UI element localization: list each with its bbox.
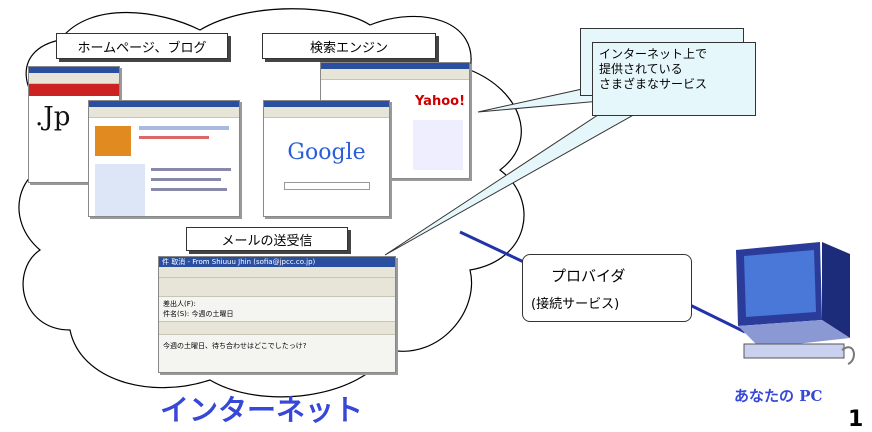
- google-logo: Google: [287, 140, 366, 165]
- search-engine-label: 検索エンジン: [262, 33, 436, 59]
- mail-body-text: 今週の土曜日、待ち合わせはどこでしたっけ?: [163, 342, 307, 350]
- google-browser-front: Google: [263, 100, 390, 217]
- internet-title: インターネット: [160, 393, 364, 427]
- callout-line-1: インターネット上で: [599, 47, 708, 61]
- callout-line-3: さまざまなサービス: [599, 77, 708, 91]
- provider-title: プロバイダ: [551, 267, 626, 285]
- callout-line-2: 提供されている: [599, 62, 683, 76]
- your-pc-label: あなたの PC: [734, 386, 822, 406]
- page-number: 1: [848, 407, 864, 432]
- yahoo-browser-back: Yahoo!: [320, 62, 470, 179]
- yahoo-logo: Yahoo!: [414, 94, 465, 109]
- provider-to-pc-line: [689, 303, 746, 334]
- mail-window: 件 取消 - From Shiuuu Jhin (sofia@jpcc.co.j…: [158, 256, 396, 373]
- your-pc-kana: あなたの: [734, 387, 795, 405]
- mail-subject-value: 今週の土曜日: [191, 310, 234, 318]
- mail-label: メールの送受信: [186, 227, 348, 251]
- mail-subject-label: 件名(S):: [163, 310, 190, 318]
- services-callout: インターネット上で 提供されている さまざまなサービス: [592, 42, 756, 116]
- homepage-browser-front: [88, 100, 240, 217]
- provider-subtitle: (接続サービス): [531, 297, 620, 312]
- mail-from-label: 差出人(F):: [163, 300, 196, 308]
- jp-logo: .Jp: [35, 102, 71, 132]
- your-pc-abbr: PC: [799, 387, 823, 405]
- computer-icon: [736, 242, 855, 365]
- homepage-blog-label: ホームページ、ブログ: [56, 33, 228, 59]
- mail-window-title: 件 取消 - From Shiuuu Jhin (sofia@jpcc.co.j…: [159, 257, 395, 267]
- provider-box: プロバイダ (接続サービス): [522, 254, 692, 322]
